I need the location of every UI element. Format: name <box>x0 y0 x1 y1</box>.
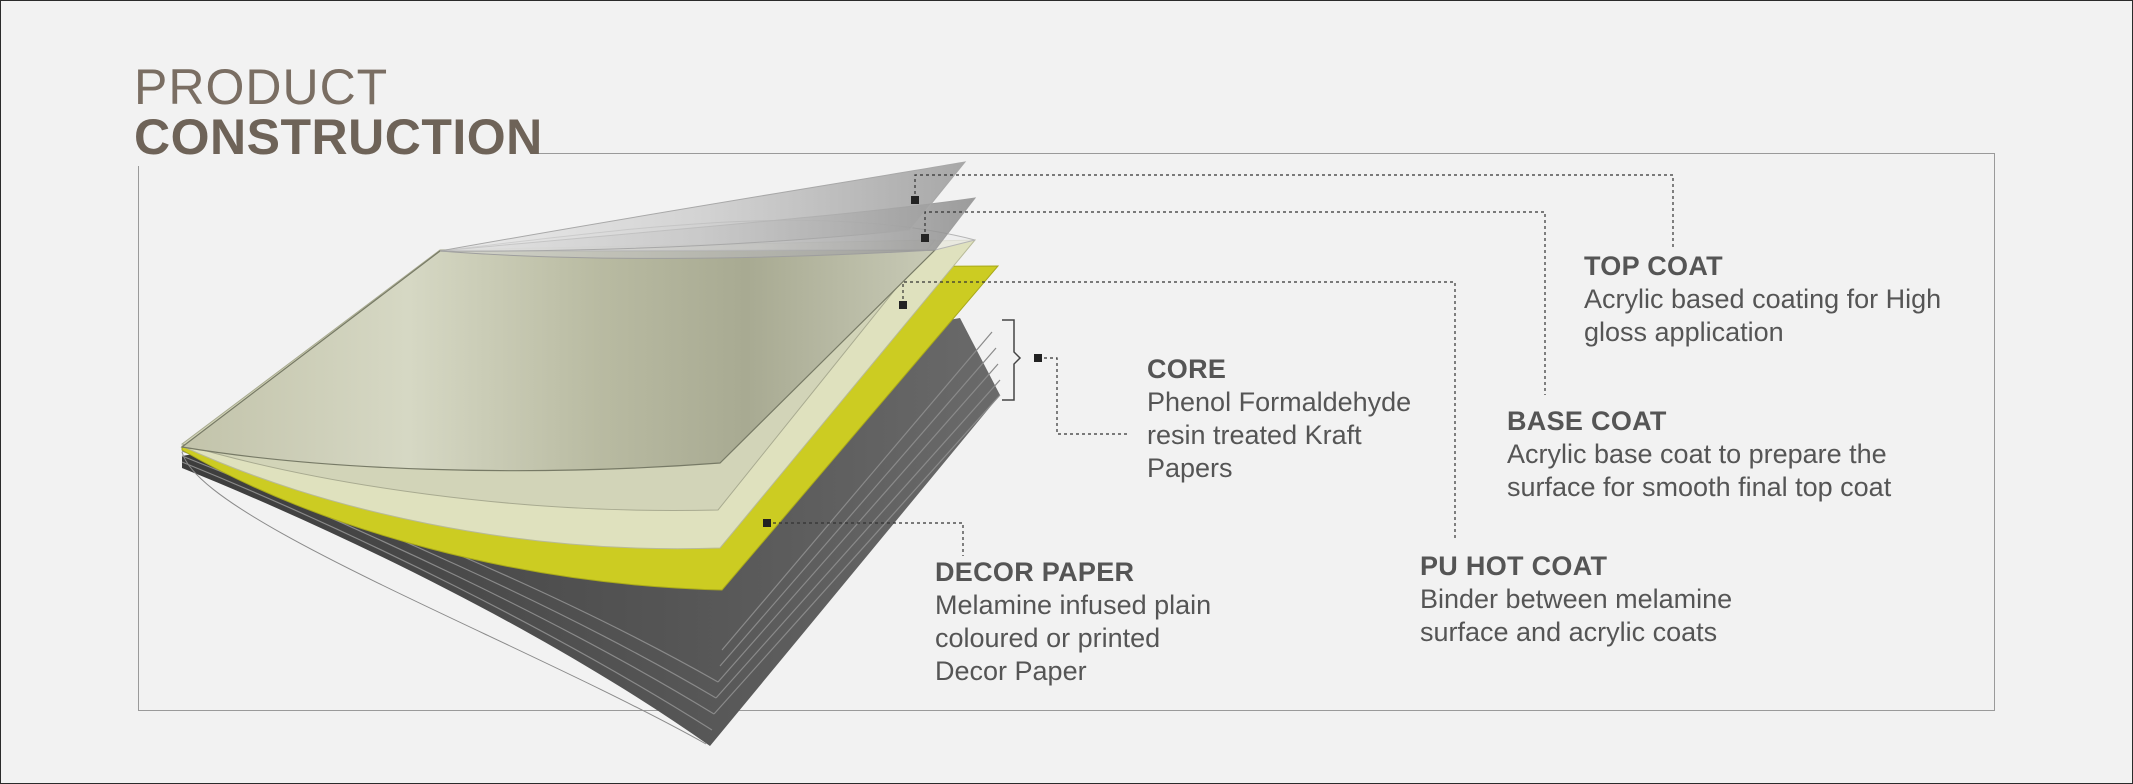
label-base-coat: BASE COAT Acrylic base coat to prepare t… <box>1507 404 1891 504</box>
label-core: CORE Phenol Formaldehyde resin treated K… <box>1147 352 1411 485</box>
decor-paper-description: Melamine infused plain coloured or print… <box>935 590 1212 686</box>
title-mask <box>128 140 536 166</box>
top-coat-description: Acrylic based coating for High gloss app… <box>1584 284 1942 347</box>
core-description: Phenol Formaldehyde resin treated Kraft … <box>1147 387 1412 483</box>
label-pu-hot-coat: PU HOT COAT Binder between melamine surf… <box>1420 549 1732 649</box>
title-product: PRODUCT <box>134 59 389 115</box>
label-top-coat: TOP COAT Acrylic based coating for High … <box>1584 249 1941 349</box>
core-heading: CORE <box>1147 354 1227 384</box>
content-frame <box>138 153 1995 711</box>
decor-paper-heading: DECOR PAPER <box>935 557 1135 587</box>
top-coat-flap <box>439 161 967 252</box>
title-construction: CONSTRUCTION <box>134 109 543 165</box>
pu-hot-coat-heading: PU HOT COAT <box>1420 551 1608 581</box>
label-decor-paper: DECOR PAPER Melamine infused plain colou… <box>935 555 1211 688</box>
base-coat-heading: BASE COAT <box>1507 406 1667 436</box>
top-coat-heading: TOP COAT <box>1584 251 1723 281</box>
leader-dots <box>763 196 1042 527</box>
pu-hot-coat-description: Binder between melamine surface and acry… <box>1420 584 1733 647</box>
core-bracket <box>1002 319 1022 401</box>
leader-lines <box>767 174 1674 556</box>
base-coat-description: Acrylic base coat to prepare the surface… <box>1507 439 1892 502</box>
top-sheet-layer <box>180 249 937 472</box>
